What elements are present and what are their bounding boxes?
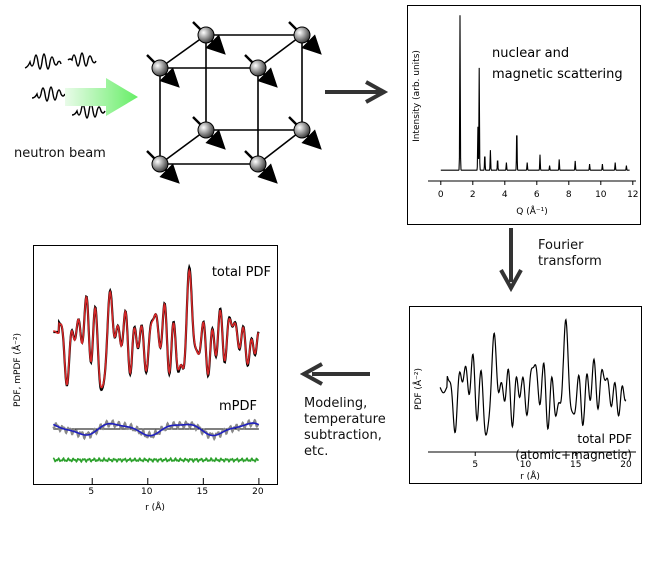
total-pdf-x-tick-label: 20: [620, 460, 632, 470]
modeling-line-2: temperature: [304, 412, 386, 427]
diffraction-ylabel: Intensity (arb. units): [412, 50, 422, 142]
pdf-mpdf-ylabel-text: PDF, mPDF (Å⁻²): [11, 333, 23, 407]
pdf-mpdf-xlabel: r (Å): [145, 501, 165, 513]
spin-sites: [146, 21, 322, 184]
total-pdf-x-tick-label: 10: [520, 460, 532, 470]
diffraction-x-tick-label: 0: [438, 190, 444, 200]
total-pdf-x-tick-label: 15: [570, 460, 581, 470]
total-pdf-annotation-line1: total PDF: [577, 432, 632, 446]
total-pdf-panel: 5 10 15 20 PDF (Å⁻²) r (Å) total PDF (atomi…: [409, 306, 642, 484]
total-pdf-fit-line: [53, 267, 260, 389]
diffraction-annotation-line1: nuclear and: [492, 46, 569, 61]
total-pdf-chart: 5 10 15 20 PDF (Å⁻²) r (Å) total PDF (atomi…: [412, 318, 636, 482]
diffraction-x-tick-label: 6: [534, 190, 540, 200]
modeling-line-4: etc.: [304, 444, 329, 459]
total-pdf-label: total PDF: [212, 265, 271, 280]
fourier-transform-label: Fourier transform: [538, 238, 602, 270]
total-pdf-ylabel: PDF (Å⁻²): [412, 368, 424, 410]
mpdf-label: mPDF: [219, 399, 257, 414]
magnetic-atom: [249, 59, 267, 77]
diffraction-x-tick-label: 4: [502, 190, 508, 200]
magnetic-atom: [293, 26, 311, 44]
total-pdf-annotation-line2: (atomic+magnetic): [515, 448, 632, 462]
pdf-mpdf-ylabel-holder: PDF, mPDF (Å⁻²): [11, 333, 23, 407]
mpdf-fit-panel: PDF, mPDF (Å⁻²) total PDF mPDF: [33, 245, 278, 485]
magnetic-atom: [249, 155, 267, 173]
wave-packet: [71, 103, 106, 119]
diffraction-x-tick-label: 8: [566, 190, 572, 200]
diffraction-x-tick-label: 12: [627, 190, 638, 200]
total-pdf-xlabel: r (Å): [520, 470, 540, 482]
diffraction-pattern-line: [440, 15, 630, 171]
pdf-mpdf-fit-chart: PDF, mPDF (Å⁻²) total PDF mPDF: [52, 263, 271, 484]
diffraction-panel: 0 2 4 6 8 10 12 Intensity (arb. units) Q (Å⁻¹)…: [407, 5, 641, 225]
neutron-beam-illustration: [24, 52, 138, 119]
beam-arrow: [65, 78, 138, 116]
diffraction-annotation-line2: magnetic scattering: [492, 67, 623, 82]
pdf-mpdf-x-tick-label: 20: [252, 487, 264, 497]
fourier-line-1: Fourier: [538, 238, 584, 253]
pdf-mpdf-x-tick-label: 10: [141, 487, 153, 497]
diffraction-chart: 0 2 4 6 8 10 12 Intensity (arb. units) Q (Å⁻¹)…: [412, 15, 639, 217]
modeling-line-1: Modeling,: [304, 396, 368, 411]
pdf-mpdf-x-tick-label: 15: [197, 487, 208, 497]
mpdf-data-line: [52, 418, 260, 442]
neutron-beam-label: neutron beam: [14, 146, 106, 161]
fourier-line-2: transform: [538, 254, 602, 269]
arrow-down: [499, 228, 523, 293]
difference-line: [52, 456, 259, 464]
cube-edges: [159, 34, 303, 165]
modeling-line-3: subtraction,: [304, 428, 382, 443]
arrow-left: [300, 362, 370, 386]
pdf-mpdf-xaxis-holder: 5 10 15 20 r (Å): [88, 487, 264, 513]
magnetic-atom: [151, 155, 169, 173]
diffraction-x-tick-label: 10: [595, 190, 607, 200]
magnetic-atom: [197, 26, 215, 44]
magnetic-atom: [293, 121, 311, 139]
wave-packet: [24, 53, 62, 70]
modeling-label: Modeling, temperature subtraction, etc.: [304, 396, 386, 460]
magnetic-lattice-cube: [146, 21, 322, 184]
arrow-right-1: [325, 80, 389, 104]
pdf-mpdf-x-tick-label: 5: [88, 487, 94, 497]
diffraction-x-tick-label: 2: [470, 190, 476, 200]
total-pdf-x-tick-label: 5: [472, 460, 478, 470]
total-pdf-line: [439, 318, 627, 436]
wave-packet: [31, 86, 66, 102]
mpdf-fit-line: [52, 422, 260, 437]
wave-packet: [67, 52, 97, 67]
diffraction-xlabel: Q (Å⁻¹): [516, 205, 547, 217]
magnetic-atom: [151, 59, 169, 77]
magnetic-atom: [197, 121, 215, 139]
